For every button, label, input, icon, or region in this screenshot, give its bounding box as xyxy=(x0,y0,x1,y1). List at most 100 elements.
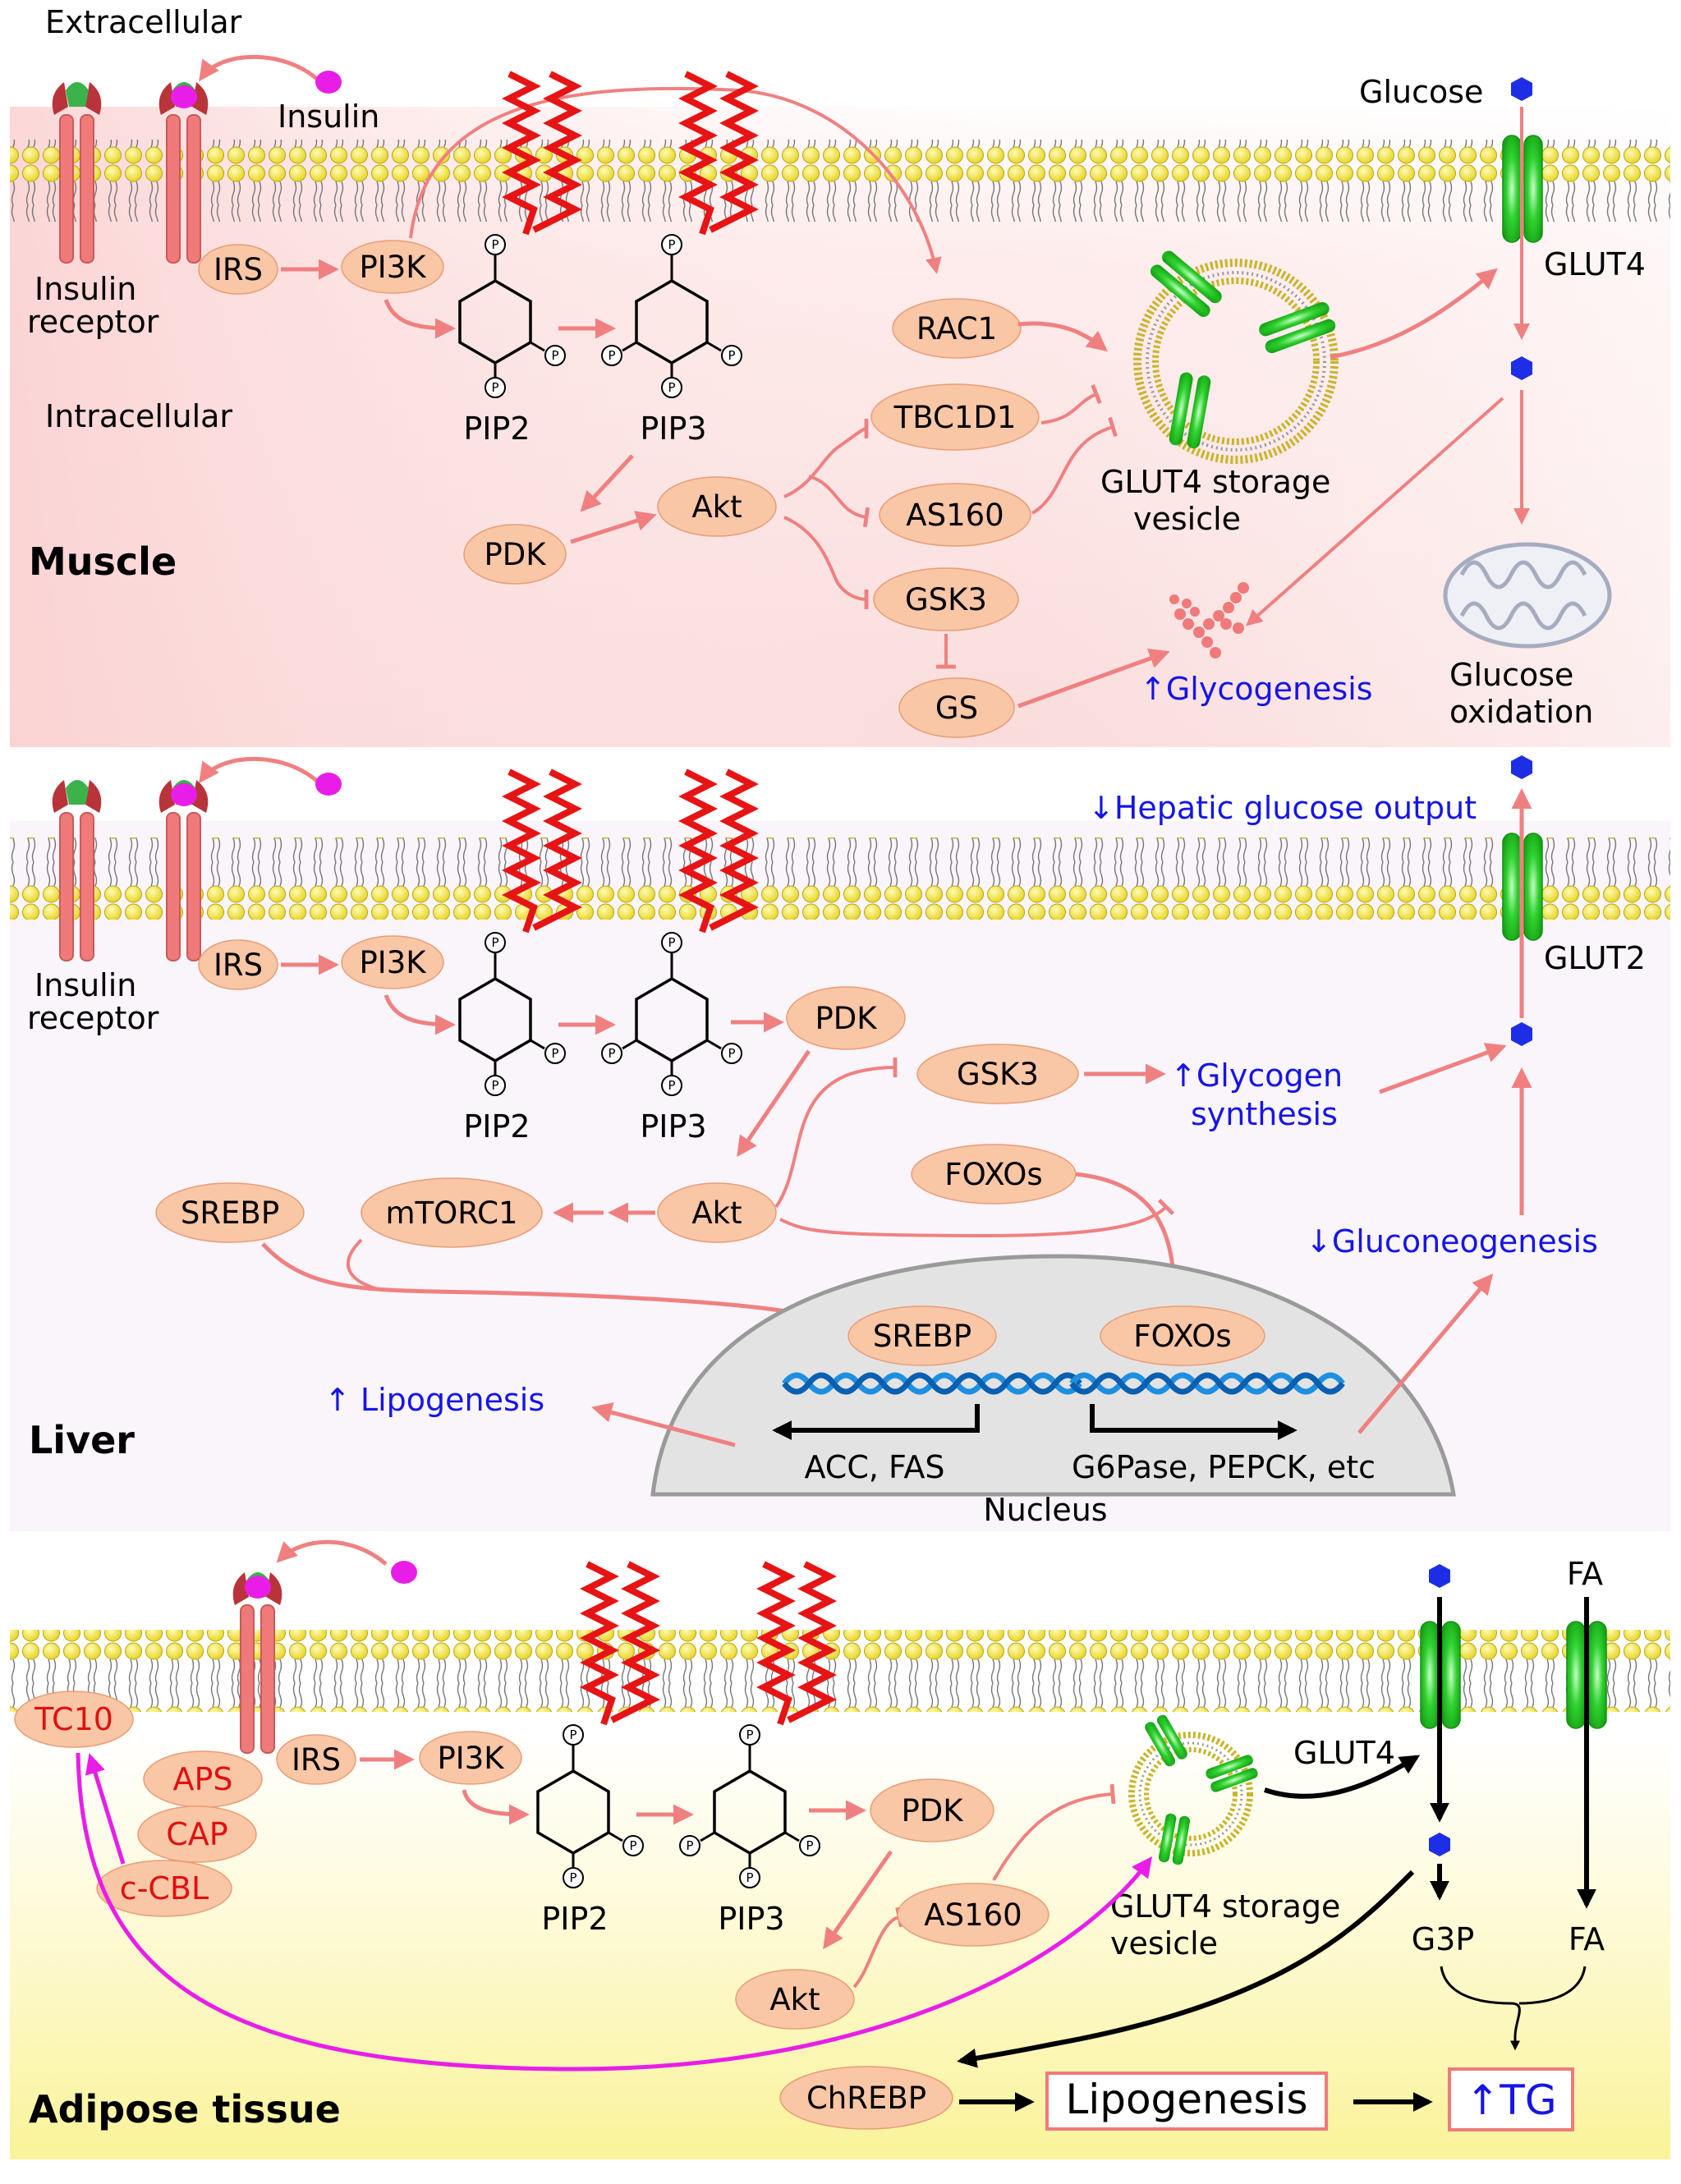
svg-text:P: P xyxy=(746,1870,753,1885)
glycogen-icon xyxy=(1169,582,1249,658)
glut4-storage-vesicle-adipose xyxy=(1128,1714,1258,1865)
akt-label: Akt xyxy=(691,489,742,525)
glucose-hexagon-inside xyxy=(1511,356,1532,380)
g6pase-label: G6Pase, PEPCK, etc xyxy=(1072,1449,1376,1485)
akt-label-liver: Akt xyxy=(691,1195,742,1231)
receptor-label-liver-2: receptor xyxy=(27,1000,159,1036)
svg-text:P: P xyxy=(491,935,498,950)
pip2-lipid-tails-liver xyxy=(502,769,759,934)
glucose-hexagon-adipose-in xyxy=(1429,1833,1450,1856)
ccbl-label: c-CBL xyxy=(120,1870,209,1906)
irs-label-adipose: IRS xyxy=(292,1742,341,1778)
srebp-label-liver: SREBP xyxy=(181,1195,279,1231)
rac1-label: RAC1 xyxy=(916,311,997,346)
down-arrow-icon: ↓ xyxy=(1306,1223,1332,1259)
svg-text:P: P xyxy=(569,1727,576,1742)
liver-membrane xyxy=(10,837,1670,920)
as160-label: AS160 xyxy=(906,498,1004,533)
tc10-node xyxy=(14,1691,134,1748)
pip3-ring-liver: P P P P xyxy=(601,932,742,1096)
mtorc1-label-liver: mTORC1 xyxy=(385,1195,517,1231)
akt-label-adipose: Akt xyxy=(769,1982,820,2017)
receptor-label-2: receptor xyxy=(27,304,159,340)
foxos-nuclear-label: FOXOs xyxy=(1133,1319,1231,1354)
glucose-hexagon-adipose-out xyxy=(1429,1564,1450,1588)
pip2-ring: P P P xyxy=(458,234,566,398)
pip2-ring-liver: P P P xyxy=(458,932,566,1096)
nucleus xyxy=(650,1254,1456,1497)
svg-text:P: P xyxy=(629,1838,636,1853)
svg-text:P: P xyxy=(569,1870,576,1885)
mitochondrion-icon xyxy=(1443,542,1612,649)
chrebp-label: ChREBP xyxy=(806,2081,926,2116)
svg-text:P: P xyxy=(551,1046,558,1061)
pdk-node-adipose xyxy=(870,1778,994,1842)
vesicle-label-adipose-1: GLUT4 storage xyxy=(1110,1888,1340,1925)
pip2-label: PIP2 xyxy=(463,411,530,447)
muscle-membrane xyxy=(10,140,1670,222)
foxos-label-liver: FOXOs xyxy=(944,1157,1042,1192)
gs-node xyxy=(898,677,1015,738)
glycogen-synthesis-label-2: synthesis xyxy=(1191,1096,1338,1132)
gs-label: GS xyxy=(935,691,978,726)
adipose-section-label: Adipose tissue xyxy=(29,2087,341,2131)
svg-text:P: P xyxy=(608,348,615,363)
irs-label: IRS xyxy=(214,252,263,287)
glycogenesis-label: ↑Glycogenesis xyxy=(1140,671,1373,707)
pi3k-node xyxy=(341,240,444,294)
pdk-label: PDK xyxy=(484,537,547,572)
pip-lipid-tails-adipose xyxy=(580,1561,837,1726)
tc10-label: TC10 xyxy=(34,1701,113,1737)
irs-node-adipose xyxy=(276,1734,356,1785)
pip3-label-liver: PIP3 xyxy=(640,1108,706,1145)
glucose-label: Glucose xyxy=(1359,74,1483,110)
svg-text:P: P xyxy=(746,1727,753,1742)
up-arrow-icon: ↑ xyxy=(324,1382,361,1418)
svg-text:P: P xyxy=(806,1838,813,1853)
svg-text:P: P xyxy=(668,935,675,950)
insulin-receptor xyxy=(52,82,102,264)
dna-helix-right xyxy=(1069,1372,1345,1395)
srebp-node-liver xyxy=(155,1182,305,1243)
svg-text:P: P xyxy=(686,1838,693,1853)
svg-text:P: P xyxy=(668,380,675,395)
vesicle-label-1: GLUT4 storage xyxy=(1100,464,1330,500)
as160-node-adipose xyxy=(897,1883,1049,1947)
chrebp-node xyxy=(779,2066,953,2130)
extracellular-label: Extracellular xyxy=(45,4,242,40)
pip3-label: PIP3 xyxy=(640,411,706,447)
insulin-receptor-liver xyxy=(52,780,102,961)
insulin-label: Insulin xyxy=(278,99,379,135)
down-arrow-icon: ↓ xyxy=(1088,790,1114,826)
svg-text:P: P xyxy=(491,380,498,395)
glut4-label: GLUT4 xyxy=(1544,246,1646,282)
pi3k-node-adipose xyxy=(419,1731,522,1785)
svg-text:P: P xyxy=(608,1046,615,1061)
cap-node xyxy=(137,1805,257,1863)
pdk-node xyxy=(463,524,567,585)
pi3k-node-liver xyxy=(341,935,444,989)
up-arrow-icon: ↑ xyxy=(1170,1058,1196,1094)
pip3-ring: P P P P xyxy=(601,234,742,398)
irs-node xyxy=(198,244,278,295)
vesicle-label-adipose-2: vesicle xyxy=(1110,1925,1218,1961)
svg-text:P: P xyxy=(728,348,735,363)
svg-text:P: P xyxy=(668,237,675,252)
gsk3-node-liver xyxy=(916,1044,1079,1104)
irs-node-liver xyxy=(198,939,278,990)
adipose-membrane xyxy=(10,1630,1670,1712)
vesicle-label-2: vesicle xyxy=(1133,501,1241,537)
g3p-label: G3P xyxy=(1412,1921,1475,1957)
oxidation-label-1: Glucose xyxy=(1449,657,1573,693)
insulin-molecule xyxy=(315,71,342,94)
insulin-molecule-liver xyxy=(315,773,342,796)
pip2-ring-adipose: P P P xyxy=(536,1724,644,1888)
gsk3-label: GSK3 xyxy=(905,582,987,617)
glut4-label-adipose: GLUT4 xyxy=(1293,1735,1395,1771)
muscle-section-label: Muscle xyxy=(29,539,177,584)
glut2-label: GLUT2 xyxy=(1544,940,1646,976)
tg-label: ↑TG xyxy=(1465,2076,1556,2124)
liver-section-label: Liver xyxy=(29,1418,135,1462)
svg-text:P: P xyxy=(551,348,558,363)
